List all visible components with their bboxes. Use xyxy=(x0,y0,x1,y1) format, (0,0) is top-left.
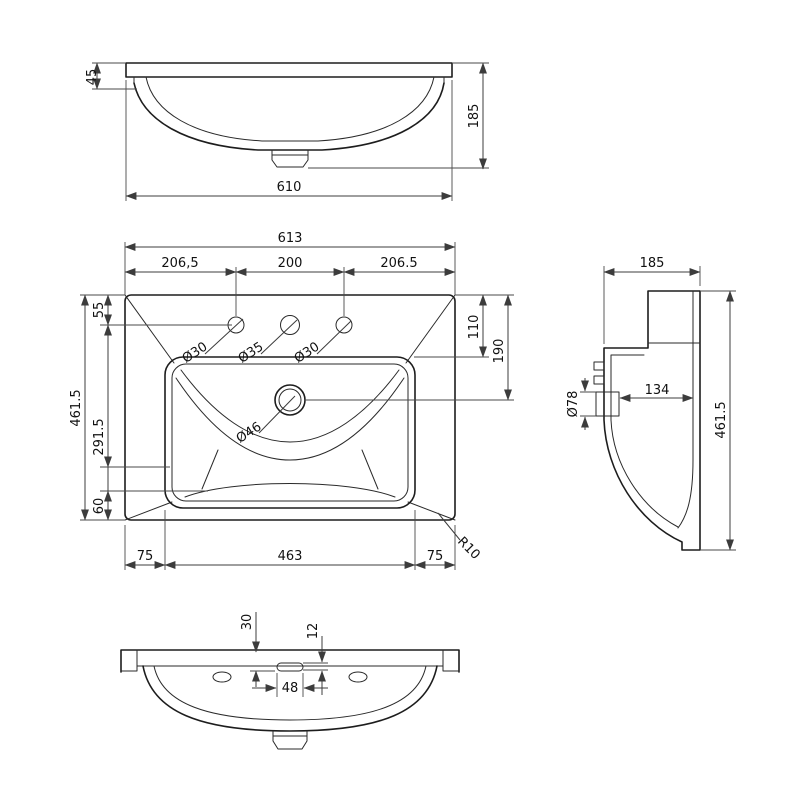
front-view-extension-lines xyxy=(92,62,489,201)
side-back-wall-inner xyxy=(677,342,694,529)
front-view-geometry xyxy=(125,62,453,168)
bottom-view-extension-lines xyxy=(250,662,328,697)
front-waste-trap xyxy=(271,149,309,168)
dim-plan-bowl-to-front: 60 xyxy=(92,498,107,515)
dim-plan-overall-width: 613 xyxy=(278,231,303,246)
bottom-overflow-slot xyxy=(276,662,304,672)
bottom-view-geometry xyxy=(120,649,460,750)
bottom-waste-trap xyxy=(272,730,308,750)
side-section-view: 185 461.5 Ø78 134 xyxy=(566,256,736,551)
plan-waste-hole-outer xyxy=(274,384,306,416)
side-fixing-clip-lower xyxy=(593,375,605,385)
dim-plan-holes-to-bowl: 291.5 xyxy=(92,418,107,455)
plan-view-leader-lines xyxy=(204,318,461,541)
dim-plan-edge-to-holes: 55 xyxy=(92,302,107,319)
dim-plan-hole-spacing: 200 xyxy=(278,256,303,271)
plan-bowl-floor-arc xyxy=(184,483,396,498)
bottom-fixing-hole-left xyxy=(212,671,232,683)
dim-front-total-height: 185 xyxy=(467,104,482,129)
side-view-geometry xyxy=(593,290,701,551)
plan-view-dimension-lines xyxy=(81,243,512,569)
plan-outer-edge xyxy=(124,294,456,521)
dim-bottom-slot-width-48: 48 xyxy=(282,681,299,696)
front-rim-steps xyxy=(133,76,445,84)
side-mount-inner xyxy=(647,290,701,344)
plan-tap-hole-right xyxy=(335,316,353,334)
bottom-bowl-outer xyxy=(142,665,438,732)
dim-plan-hole-offset-left: 206,5 xyxy=(161,256,198,271)
side-deck-inner xyxy=(610,354,645,421)
dim-plan-hole-offset-right: 206.5 xyxy=(380,256,417,271)
side-view-extension-lines xyxy=(580,266,736,551)
dim-bottom-offset-30: 30 xyxy=(240,614,255,631)
front-view-dimension-lines xyxy=(93,62,487,200)
dim-side-waste-diameter: Ø78 xyxy=(566,391,581,418)
plan-view: 613 206,5 200 206.5 461.5 55 291.5 60 11… xyxy=(69,231,514,570)
side-waste-outlet xyxy=(595,391,620,417)
dim-plan-front-left-75: 75 xyxy=(137,549,154,564)
side-profile-outer xyxy=(603,290,701,551)
front-bowl-inner xyxy=(145,76,435,142)
plan-bowl-contour-1 xyxy=(175,377,405,461)
dim-side-overall-depth: 185 xyxy=(640,256,665,271)
dim-side-inner-depth: 134 xyxy=(645,383,670,398)
plan-basin-rim-inner xyxy=(171,363,409,502)
dim-bottom-slot-height-12: 12 xyxy=(306,623,321,640)
plan-corner-miters xyxy=(124,294,456,521)
dim-plan-tap-hole-right: Ø30 xyxy=(292,339,323,366)
bottom-bowl-inner xyxy=(153,665,427,721)
bottom-rim-tabs xyxy=(120,649,460,672)
bottom-view: 30 12 48 xyxy=(120,612,460,750)
side-fixing-clip-upper xyxy=(593,361,605,371)
bottom-view-dimension-lines xyxy=(252,612,328,695)
side-view-dimension-lines xyxy=(581,268,734,551)
plan-bowl-contour-2 xyxy=(180,369,400,443)
dim-plan-right-110: 110 xyxy=(467,315,482,340)
dim-plan-right-190: 190 xyxy=(492,339,507,364)
dim-plan-waste-hole: Ø46 xyxy=(234,419,265,446)
dim-plan-front-right-75: 75 xyxy=(427,549,444,564)
dim-front-overall-width: 610 xyxy=(277,180,302,195)
bottom-rim-edge xyxy=(120,649,460,673)
dim-side-overall-height: 461.5 xyxy=(714,401,729,438)
plan-view-geometry xyxy=(124,294,456,521)
dim-plan-tap-hole-left: Ø30 xyxy=(180,339,211,366)
dim-plan-front-center-463: 463 xyxy=(278,549,303,564)
plan-basin-rim-outer xyxy=(164,356,416,509)
bottom-fixing-hole-right xyxy=(348,671,368,683)
plan-tap-hole-center xyxy=(280,315,300,335)
plan-waste-hole-inner xyxy=(278,388,302,412)
front-rim-outline xyxy=(125,62,453,78)
plan-bowl-side-slopes xyxy=(201,449,379,490)
dim-plan-overall-depth: 461.5 xyxy=(69,389,84,426)
side-bowl-inner xyxy=(610,419,679,528)
dim-plan-tap-hole-center: Ø35 xyxy=(236,339,267,366)
dim-front-rim-height: 45 xyxy=(85,69,100,86)
front-bowl-outer xyxy=(133,82,445,151)
front-elevation-view: 45 185 610 xyxy=(85,62,489,201)
